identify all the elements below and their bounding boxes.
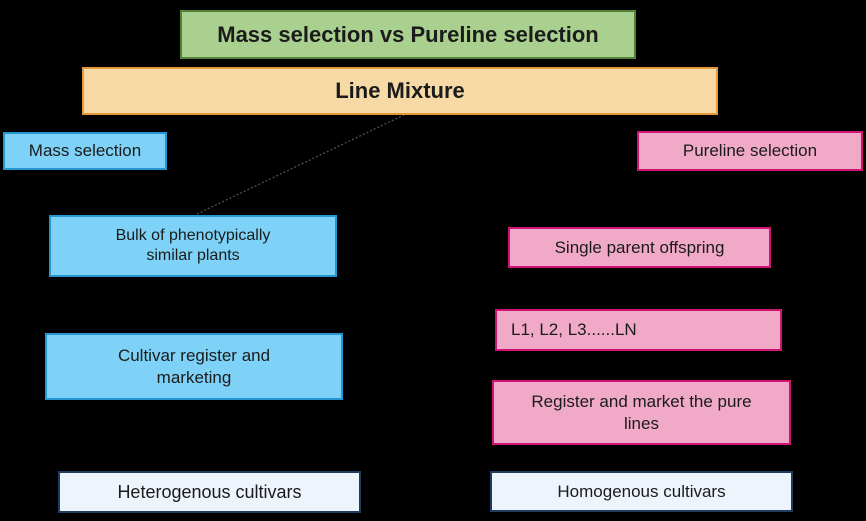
- node-register-and-market-pure-lines: Register and market the pure lines: [492, 380, 791, 445]
- node-homogenous-cultivars: Homogenous cultivars: [490, 471, 793, 512]
- node-line-mixture: Line Mixture: [82, 67, 718, 115]
- node-bulk-of-phenotypically-similar-plants: Bulk of phenotypically similar plants: [49, 215, 337, 277]
- connector-line: [196, 112, 409, 215]
- node-pure-lines-list: L1, L2, L3......LN: [495, 309, 782, 351]
- diagram-title: Mass selection vs Pureline selection: [180, 10, 636, 59]
- node-mass-selection-heading: Mass selection: [3, 132, 167, 170]
- node-heterogenous-cultivars: Heterogenous cultivars: [58, 471, 361, 513]
- node-single-parent-offspring: Single parent offspring: [508, 227, 771, 268]
- node-pureline-selection-heading: Pureline selection: [637, 131, 863, 171]
- node-cultivar-register-and-marketing: Cultivar register and marketing: [45, 333, 343, 400]
